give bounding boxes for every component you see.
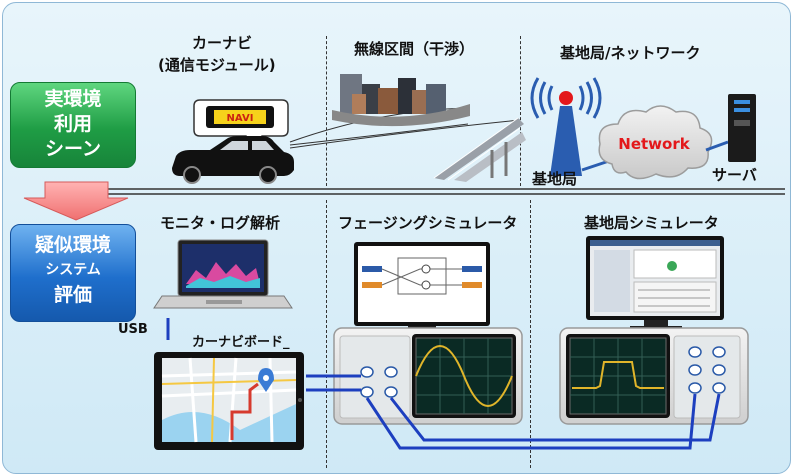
section-separator [100, 188, 785, 195]
base-sim-monitor-icon [586, 236, 724, 330]
tablet-map-icon [154, 352, 304, 450]
column-divider-1 [326, 36, 327, 186]
real-env-line-1: 実環境 [44, 88, 102, 110]
fading-simulator-title: フェージングシミュレータ [338, 214, 518, 232]
car-nav-board-label: カーナビボード_ [192, 334, 290, 350]
rf-cables [306, 374, 721, 450]
simulated-environment-badge: 疑似環境 システム 評価 [10, 224, 136, 322]
network-label: Network [618, 135, 690, 153]
sim-env-line-3: 評価 [53, 284, 92, 306]
car-navigation-subtitle: (通信モジュール) [158, 56, 276, 74]
navi-sign-label: NAVI [227, 113, 254, 124]
column-divider-2 [520, 36, 521, 186]
base-station-label: 基地局 [531, 170, 577, 188]
real-env-line-3: シーン [44, 138, 102, 160]
column-divider-3 [326, 200, 327, 468]
city-buildings-icon [332, 74, 470, 127]
fading-simulator-instrument [333, 327, 523, 425]
server-label: サーバ [712, 166, 757, 184]
base-network-title: 基地局/ネットワーク [560, 44, 701, 62]
navi-callout: NAVI [193, 99, 289, 152]
sim-env-line-2: システム [45, 262, 101, 278]
down-arrow-icon [23, 181, 129, 221]
car-navigation-title: カーナビ [192, 34, 253, 52]
fading-monitor-icon [354, 242, 490, 336]
base-station-tower-icon [530, 77, 602, 176]
base-station-simulator-instrument [559, 327, 749, 425]
highway-icon [433, 117, 526, 182]
monitor-log-title: モニタ・ログ解析 [160, 214, 281, 232]
real-environment-badge: 実環境 利用 シーン [10, 82, 136, 168]
column-divider-4 [530, 200, 531, 468]
laptop-icon [153, 239, 293, 309]
server-icon [728, 94, 756, 162]
usb-label: USB [118, 322, 148, 337]
sim-env-line-1: 疑似環境 [34, 234, 111, 256]
car-icon [172, 136, 294, 184]
real-env-line-2: 利用 [53, 113, 92, 135]
network-server-link [705, 140, 729, 152]
wireless-section-title: 無線区間（干渉） [354, 40, 475, 58]
network-cloud-icon: Network [598, 105, 713, 180]
base-station-simulator-title: 基地局シミュレータ [584, 214, 719, 232]
